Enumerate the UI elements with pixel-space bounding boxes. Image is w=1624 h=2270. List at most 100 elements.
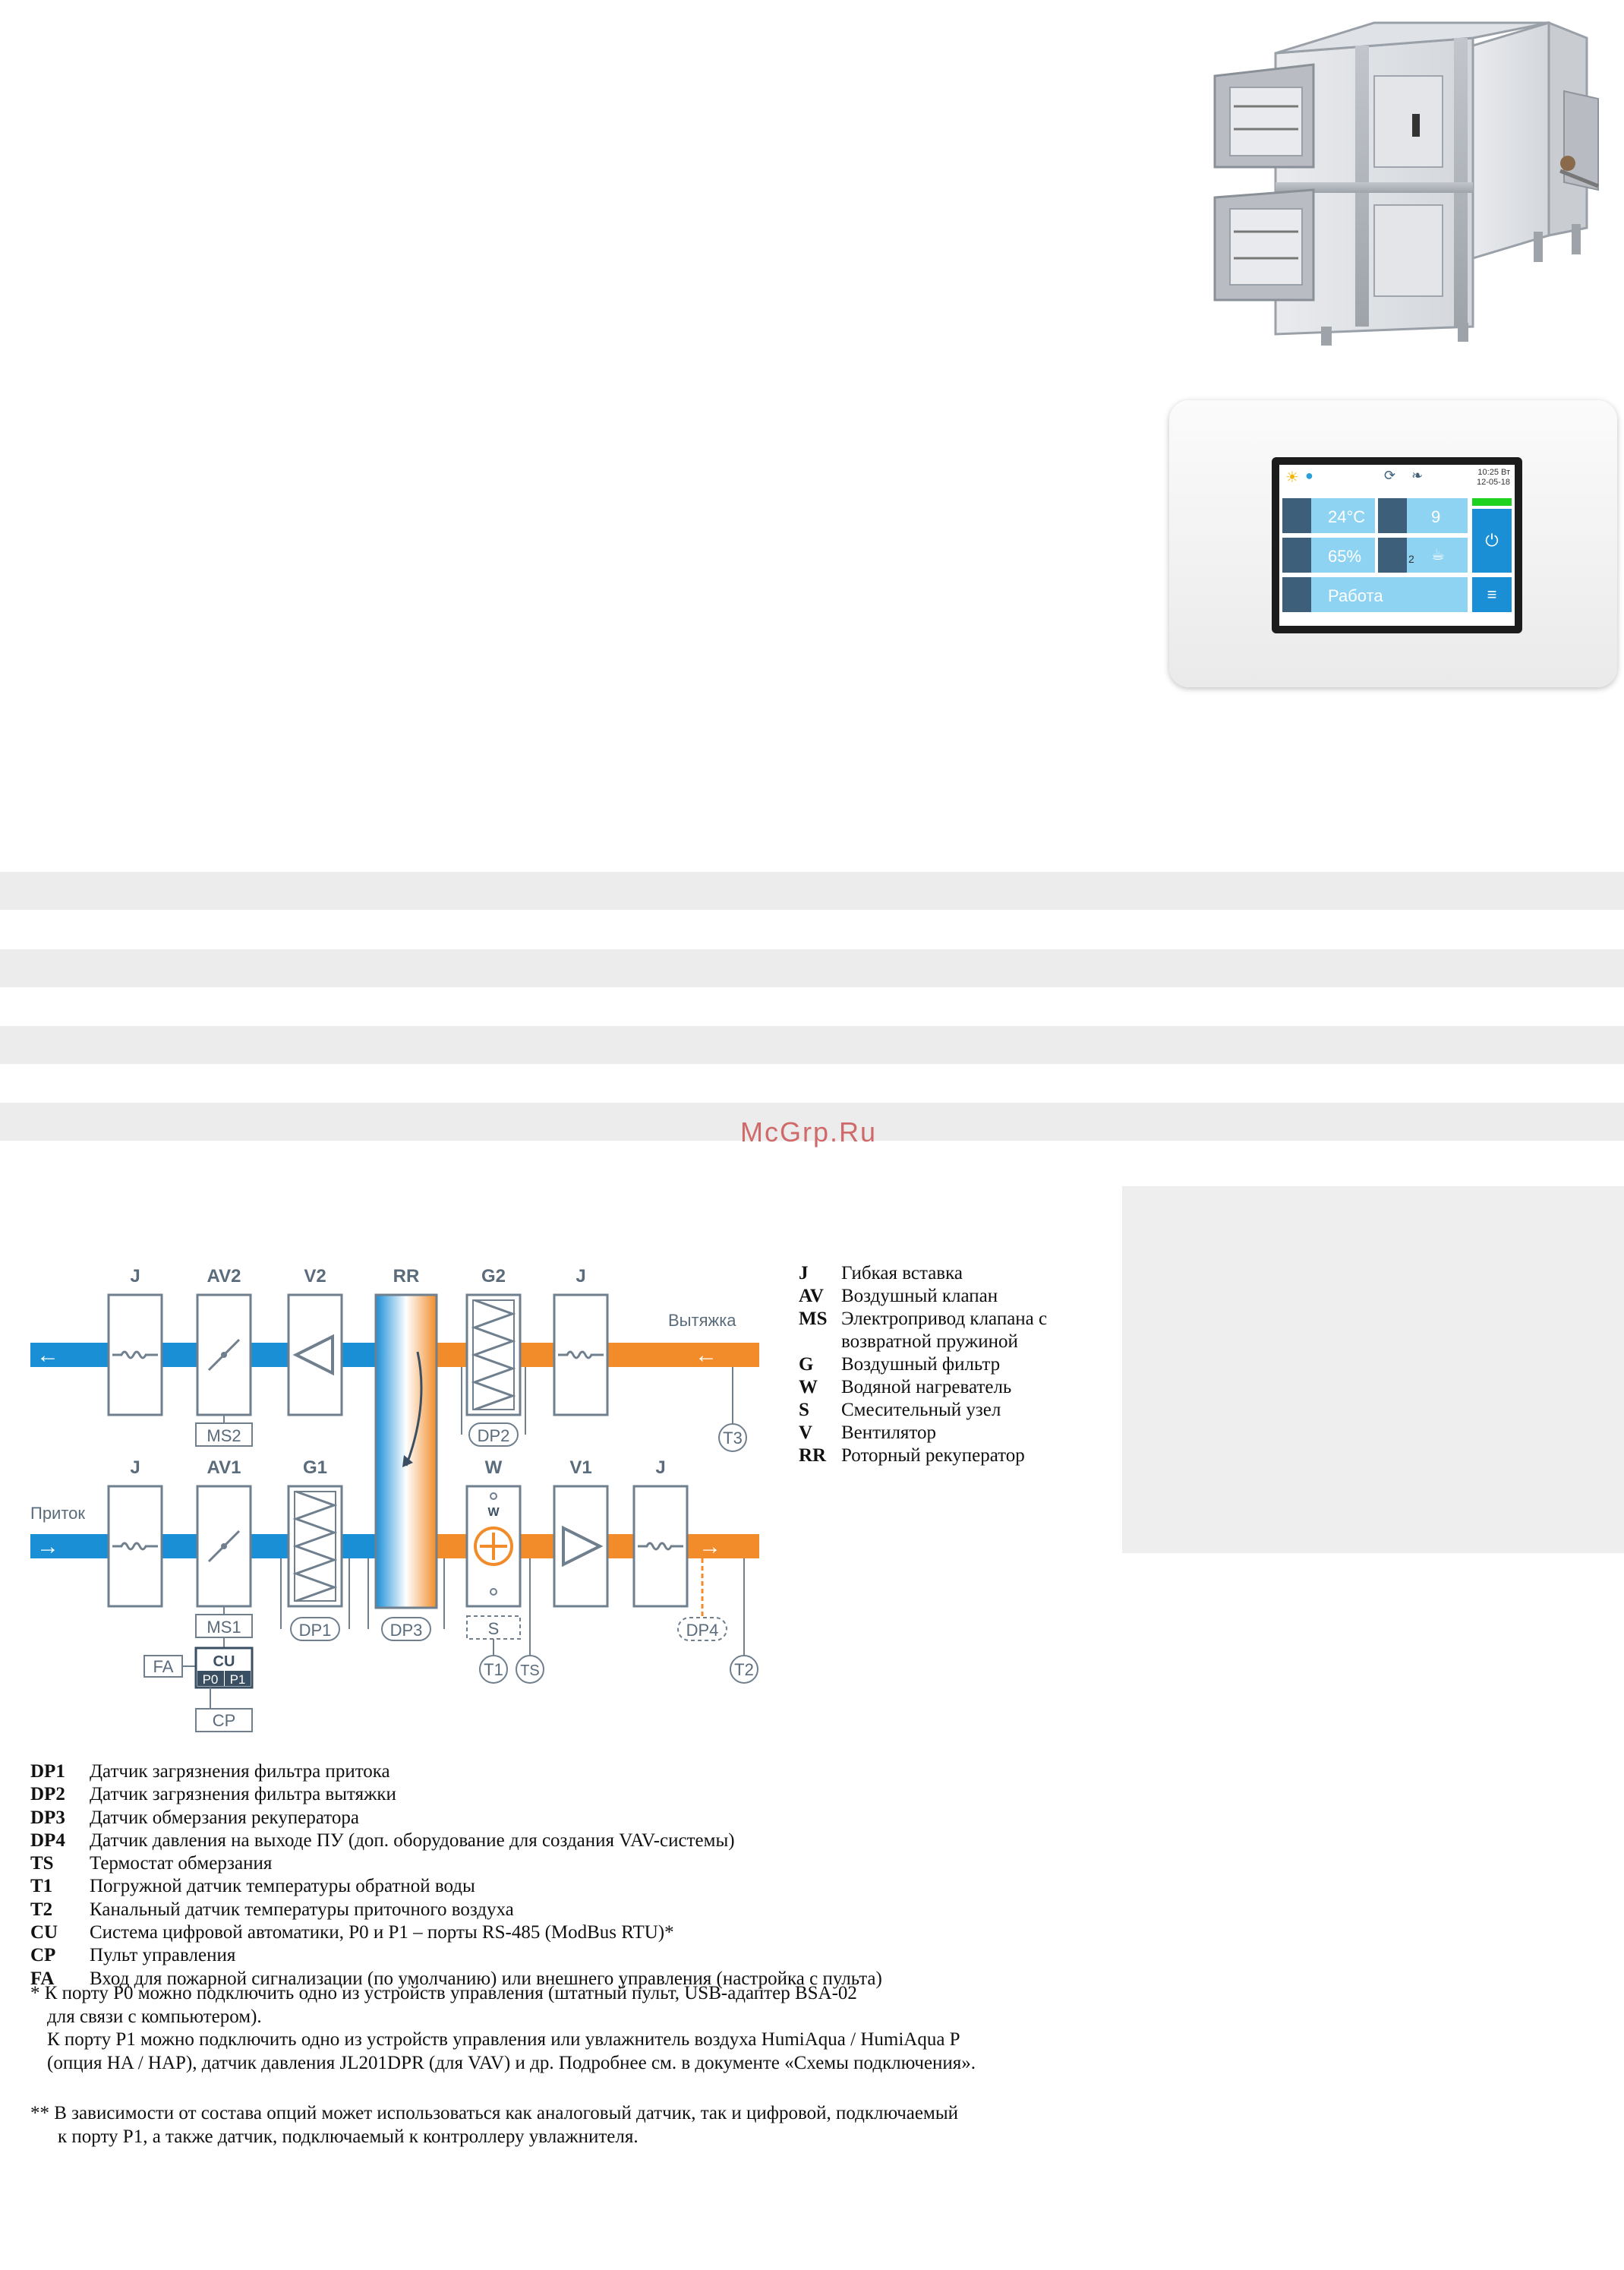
- dp4-label: DP4: [686, 1621, 719, 1640]
- top-rr-label: RR: [393, 1266, 420, 1287]
- t3-label: T3: [723, 1429, 743, 1448]
- side-panel: [1122, 1186, 1624, 1553]
- sensor-desc: Датчик обмерзания рекуператора: [90, 1807, 359, 1828]
- table-stripe-2: [0, 949, 1624, 987]
- t1-circle: [479, 1655, 508, 1684]
- p1-label: P1: [230, 1672, 246, 1687]
- sensor-code: DP4: [30, 1830, 65, 1851]
- top-v2-label: V2: [304, 1266, 326, 1287]
- ms2-label: MS2: [207, 1426, 241, 1445]
- bottom-av1-label: AV1: [207, 1457, 241, 1478]
- menu-button[interactable]: ≡: [1472, 577, 1512, 612]
- rr-arrow-head: [402, 1455, 413, 1467]
- control-panel-screen: ☀ ● ⟳ ❧ 10:25 Вт 12-05-18 24°C 9 65%: [1272, 457, 1522, 633]
- power-button[interactable]: ⏻: [1472, 509, 1512, 573]
- exhaust-label: Вытяжка: [668, 1311, 736, 1330]
- sensor-code: DP1: [30, 1761, 65, 1782]
- supply-label: Приток: [30, 1504, 85, 1523]
- table-stripe-1: [0, 872, 1624, 910]
- status-tile[interactable]: Работа: [1282, 577, 1468, 612]
- bottom-j2-symbol: [638, 1542, 683, 1551]
- control-panel-device: ☀ ● ⟳ ❧ 10:25 Вт 12-05-18 24°C 9 65%: [1169, 400, 1617, 687]
- supply-arrow-in: →: [36, 1534, 59, 1559]
- sensors-legend: DP1 Датчик загрязнения фильтра притока DP…: [30, 1760, 882, 1991]
- top-j2-label: J: [575, 1266, 585, 1287]
- bottom-j1-label: J: [130, 1457, 140, 1478]
- sensor-desc: Датчик загрязнения фильтра вытяжки: [90, 1784, 396, 1805]
- legend-desc: Воздушный фильтр: [841, 1354, 1001, 1375]
- bottom-j2-label: J: [655, 1457, 665, 1478]
- dp3-label: DP3: [390, 1621, 423, 1640]
- supply-arrow-out: →: [698, 1534, 721, 1559]
- s-label: S: [488, 1619, 500, 1638]
- clock-time: 10:25 Вт: [1477, 468, 1510, 477]
- humidity-value: 65%: [1328, 547, 1362, 566]
- top-j2-symbol: [558, 1350, 604, 1359]
- top-j1-symbol: [112, 1350, 158, 1359]
- t3-circle: [718, 1423, 747, 1452]
- legend-desc: Смесительный узел: [841, 1400, 1001, 1420]
- top-av2-label: AV2: [207, 1266, 241, 1287]
- sensor-row-dp4: DP4 Датчик давления на выходе ПУ (доп. об…: [30, 1830, 882, 1852]
- ms2-box: [195, 1422, 253, 1447]
- alarm-clock-icon: [1378, 538, 1407, 573]
- air-handling-unit-image: [1213, 21, 1599, 346]
- p0-port: [197, 1671, 224, 1686]
- bottom-g1-inner: [294, 1491, 336, 1602]
- sensor-desc: Погружной датчик температуры обратной во…: [90, 1876, 475, 1897]
- fan-speed-tile[interactable]: 9: [1378, 498, 1468, 533]
- water-drop-icon: ●: [1305, 468, 1313, 483]
- sensor-desc: Датчик загрязнения фильтра притока: [90, 1761, 390, 1782]
- timer-index: 2: [1408, 553, 1414, 565]
- exhaust-arrow-in: ←: [695, 1343, 717, 1368]
- fan-icon: [1378, 498, 1407, 533]
- top-g2-inner: [472, 1299, 515, 1410]
- bottom-g1-label: G1: [303, 1457, 327, 1478]
- legend-code: MS: [799, 1309, 828, 1329]
- table-stripe-3: [0, 1026, 1624, 1064]
- timer-tile[interactable]: 2 ☕: [1378, 538, 1468, 573]
- sensor-desc: Вход для пожарной сигнализации (по умолч…: [90, 1968, 882, 1989]
- sensor-desc: Система цифровой автоматики, P0 и P1 – п…: [90, 1922, 674, 1943]
- legend-code: V: [799, 1422, 813, 1443]
- thermometer-icon: [1282, 498, 1311, 533]
- sensor-code: DP3: [30, 1807, 65, 1828]
- clock-date: 12-05-18: [1476, 478, 1510, 487]
- temperature-tile[interactable]: 24°C: [1282, 498, 1375, 533]
- legend-code: S: [799, 1400, 809, 1420]
- coffee-cup-icon: ☕: [1431, 547, 1445, 564]
- sensor-desc: Датчик давления на выходе ПУ (доп. обору…: [90, 1830, 735, 1851]
- rr-rotation-arrow: [405, 1351, 423, 1467]
- sensor-code: CP: [30, 1945, 56, 1966]
- dp2-box: [468, 1422, 519, 1447]
- dp2-label: DP2: [478, 1426, 510, 1445]
- p0-label: P0: [203, 1672, 219, 1687]
- ts-label: TS: [520, 1662, 540, 1679]
- w-top-port: [490, 1492, 497, 1500]
- legend-code: W: [799, 1377, 818, 1397]
- watermark: McGrp.Ru: [740, 1116, 878, 1148]
- top-g2-label: G2: [481, 1266, 506, 1287]
- w-small-label: W: [487, 1506, 500, 1519]
- legend-desc: Гибкая вставка: [841, 1263, 963, 1283]
- top-row-labels: J AV2 V2 RR G2 J: [130, 1266, 585, 1287]
- legend-code: AV: [799, 1286, 824, 1306]
- temperature-value: 24°C: [1328, 507, 1366, 526]
- humidity-tile[interactable]: 65%: [1282, 538, 1375, 573]
- dp3-box: [381, 1617, 431, 1641]
- sensor-code: FA: [30, 1968, 55, 1989]
- dp1-box: [290, 1617, 340, 1641]
- t2-label: T2: [734, 1660, 754, 1679]
- fan-speed-value: 9: [1431, 507, 1441, 526]
- note1-line3: К порту P1 можно подключить одно из устр…: [47, 2029, 960, 2050]
- power-indicator: [1472, 498, 1512, 506]
- control-panel-display: ☀ ● ⟳ ❧ 10:25 Вт 12-05-18 24°C 9 65%: [1279, 465, 1515, 626]
